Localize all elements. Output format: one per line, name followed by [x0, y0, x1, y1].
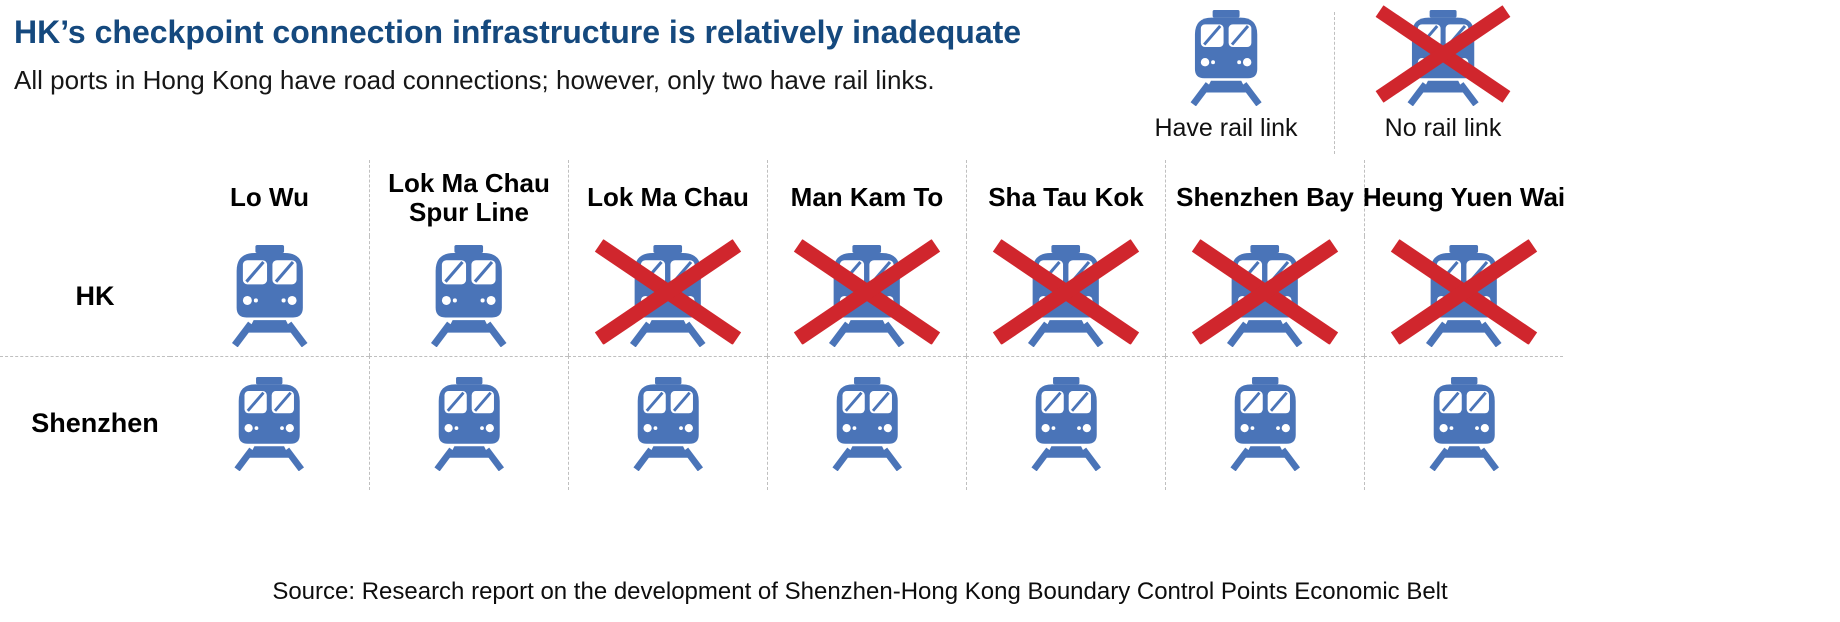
cross-icon [1390, 239, 1538, 345]
page-title: HK’s checkpoint connection infrastructur… [14, 14, 1022, 50]
rail-link-cell [369, 236, 568, 356]
legend-divider [1334, 12, 1335, 154]
no-rail-link-cell [966, 236, 1165, 356]
no-rail-link-icon [1191, 239, 1339, 347]
column-header: Lo Wu [170, 160, 369, 236]
rail-link-icon [1025, 376, 1107, 471]
rail-link-cell [568, 356, 767, 490]
rail-link-cell [767, 356, 966, 490]
column-header: Lok Ma Chau Spur Line [369, 160, 568, 236]
rail-link-icon [826, 376, 908, 471]
train-icon [1429, 376, 1499, 471]
rail-link-cell [170, 356, 369, 490]
no-rail-link-icon [1390, 239, 1538, 347]
cross-icon [793, 239, 941, 345]
column-header: Shenzhen Bay [1165, 160, 1364, 236]
column-header-label: Lok Ma Chau Spur Line [388, 167, 550, 227]
cross-icon [594, 239, 742, 345]
legend-label: No rail link [1384, 114, 1502, 142]
train-icon [1190, 10, 1262, 106]
header: HK’s checkpoint connection infrastructur… [14, 14, 1114, 96]
rail-link-icon [1184, 10, 1268, 106]
column-header-label: Shenzhen Bay [1176, 182, 1354, 213]
rail-link-icon [228, 376, 310, 471]
cross-icon [1375, 5, 1511, 103]
rail-link-icon [424, 245, 513, 347]
column-header-label: Heung Yuen Wai [1362, 182, 1566, 213]
cross-icon [992, 239, 1140, 345]
train-icon [832, 376, 902, 471]
rail-link-icon [225, 245, 314, 347]
no-rail-link-cell [568, 236, 767, 356]
no-rail-link-cell [1364, 236, 1563, 356]
column-header: Lok Ma Chau [568, 160, 767, 236]
grid-corner [0, 160, 170, 236]
legend: Have rail link No rail link [1128, 5, 1541, 154]
column-header-label: Sha Tau Kok [988, 182, 1144, 213]
rail-link-icon [1423, 376, 1505, 471]
cross-icon [1191, 239, 1339, 345]
rail-link-cell [170, 236, 369, 356]
rail-link-cell [966, 356, 1165, 490]
legend-label: Have rail link [1154, 114, 1298, 142]
source-note: Source: Research report on the developme… [272, 578, 1448, 605]
rail-link-grid: Lo Wu Lok Ma Chau Spur Line Lok Ma Chau Man… [0, 160, 1566, 490]
row-label: Shenzhen [0, 356, 170, 490]
rail-link-cell [369, 356, 568, 490]
train-icon [434, 376, 504, 471]
train-icon [633, 376, 703, 471]
rail-link-icon [627, 376, 709, 471]
train-icon [234, 376, 305, 471]
page-subtitle: All ports in Hong Kong have road connect… [14, 65, 935, 95]
train-icon [231, 245, 308, 347]
column-header: Man Kam To [767, 160, 966, 236]
rail-link-cell [1165, 356, 1364, 490]
column-header: Sha Tau Kok [966, 160, 1165, 236]
train-icon [431, 245, 507, 347]
train-icon [1230, 376, 1300, 471]
column-header-label: Man Kam To [790, 182, 944, 213]
rail-link-icon [1224, 376, 1306, 471]
no-rail-link-cell [767, 236, 966, 356]
column-header-label: Lok Ma Chau [587, 182, 749, 213]
legend-item-no-rail: No rail link [1345, 5, 1541, 143]
no-rail-link-icon [594, 239, 742, 347]
rail-link-icon [428, 376, 510, 471]
legend-item-have-rail: Have rail link [1128, 10, 1324, 143]
row-label: HK [75, 280, 115, 311]
no-rail-link-icon [992, 239, 1140, 347]
column-header: Heung Yuen Wai [1362, 160, 1566, 236]
rail-link-cell [1364, 356, 1563, 490]
column-header-label: Lo Wu [230, 182, 309, 213]
no-rail-link-icon [793, 239, 941, 347]
no-rail-link-cell [1165, 236, 1364, 356]
no-rail-link-icon [1375, 5, 1511, 106]
train-icon [1031, 376, 1101, 471]
